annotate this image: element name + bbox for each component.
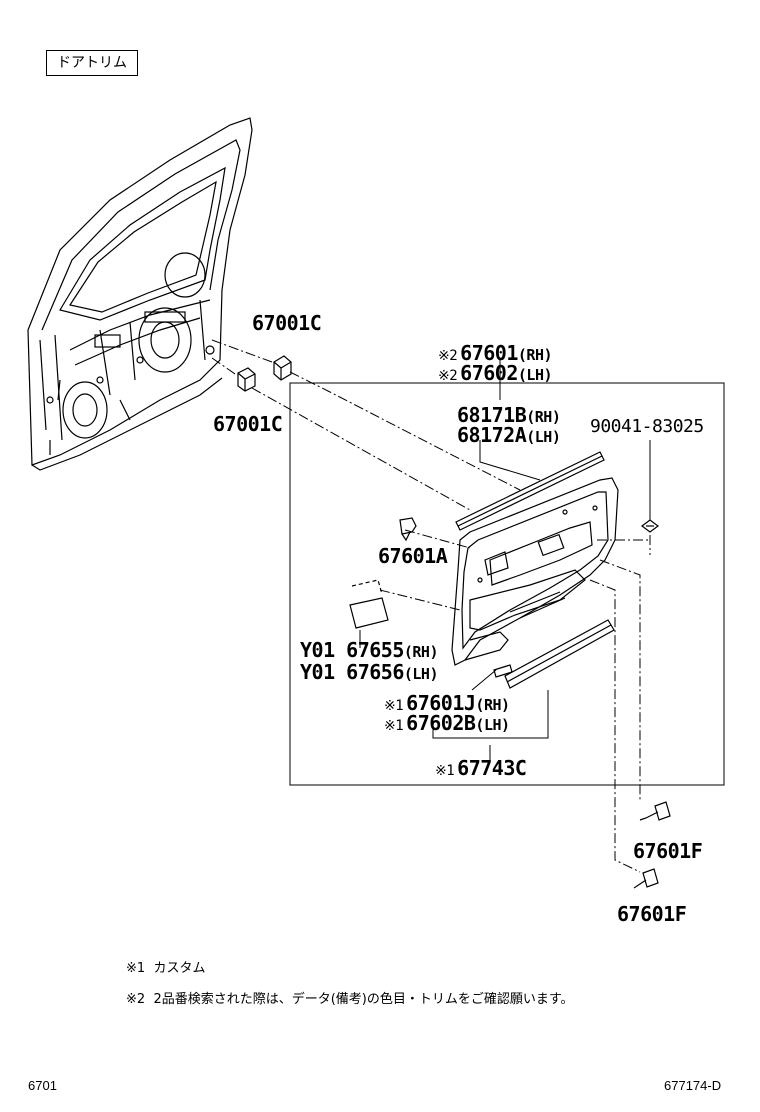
part-label-67001c-top: 67001C — [252, 311, 322, 335]
page-code: 6701 — [28, 1078, 57, 1093]
part-label-y01-67656: Y01 67656(LH) — [300, 660, 439, 684]
part-label-67601a: 67601A — [378, 544, 448, 568]
clip-67001c-lower — [237, 367, 256, 392]
clip-67601a — [399, 517, 417, 542]
door-trim-board — [451, 477, 619, 666]
part-label-68172a: 68172A(LH) — [457, 423, 561, 447]
clip-67001c-upper — [273, 355, 292, 381]
armrest-strip — [504, 619, 615, 689]
figure-id: 677174-D — [664, 1078, 722, 1093]
trim-cap — [493, 664, 513, 678]
pad-y01 — [349, 579, 389, 629]
door-frame-illustration — [27, 117, 253, 471]
note-1: ※1 カスタム — [126, 961, 206, 976]
part-label-67001c-bottom: 67001C — [213, 412, 283, 436]
screw-67601f-upper — [639, 801, 671, 821]
belt-moulding — [455, 451, 605, 531]
screw-67601f-lower — [633, 868, 659, 889]
section-title: ドアトリム — [46, 50, 138, 76]
part-label-67601f-lower: 67601F — [617, 902, 687, 926]
part-label-90041-83025: 90041-83025 — [590, 416, 704, 437]
part-label-67601f-upper: 67601F — [633, 839, 703, 863]
clip-90041 — [641, 519, 659, 533]
part-label-y01-67655: Y01 67655(RH) — [300, 638, 439, 662]
part-label-68171b: 68171B(RH) — [457, 403, 561, 427]
note-2: ※2 2品番検索された際は、データ(備考)の色目・トリムをご確認願います。 — [126, 992, 574, 1007]
